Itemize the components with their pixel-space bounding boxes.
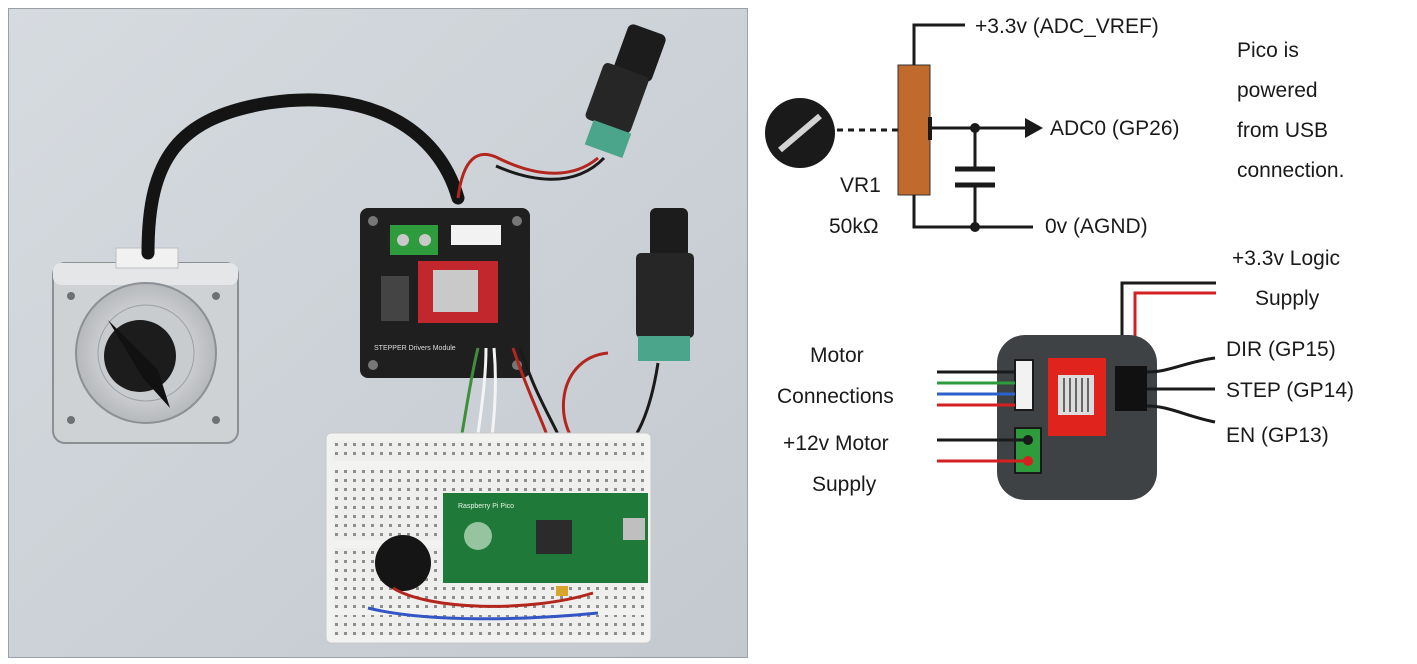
adc-arrow-icon [1025, 118, 1043, 138]
logic-supply-label: Supply [1255, 287, 1320, 310]
motor-supply-label: Supply [812, 473, 877, 496]
en-label: EN (GP13) [1226, 424, 1329, 447]
motor-connections-label: Motor [810, 344, 864, 367]
control-header [1115, 366, 1147, 411]
pot-value: 50kΩ [829, 215, 879, 238]
potentiometer-circuit [765, 23, 1043, 232]
motor-connections-label: Connections [777, 385, 894, 408]
dc-jack-top [584, 24, 666, 159]
power-note-line: Pico is [1237, 39, 1299, 62]
potentiometer-knob [375, 535, 431, 591]
wiring-schematic: +3.3v (ADC_VREF) ADC0 (GP26) 0v (AGND) V… [765, 15, 1354, 500]
power-note-line: from USB [1237, 119, 1328, 142]
driver-diagram [937, 281, 1216, 500]
motor-connector [1014, 359, 1034, 411]
raspberry-pi-pico: Raspberry Pi Pico [443, 493, 648, 583]
motor-supply-label: +12v Motor [783, 432, 889, 455]
power-terminal [1014, 427, 1042, 474]
pico-board-text: Raspberry Pi Pico [458, 503, 514, 510]
vref-label: +3.3v (ADC_VREF) [975, 15, 1159, 38]
step-label: STEP (GP14) [1226, 379, 1354, 402]
stepper-driver-module: STEPPER Drivers Module [360, 208, 530, 378]
stepper-motor [52, 247, 239, 444]
adc-label: ADC0 (GP26) [1050, 117, 1180, 140]
power-note-line: connection. [1237, 159, 1344, 182]
power-note: Pico is powered from USB connection. [1237, 39, 1344, 182]
driver-board-text: STEPPER Drivers Module [374, 345, 456, 352]
hardware-photo: STEPPER Drivers Module Raspberry Pi Pico [8, 8, 748, 658]
pot-name: VR1 [840, 174, 881, 197]
gnd-label: 0v (AGND) [1045, 215, 1148, 238]
pot-body [897, 64, 931, 196]
dir-label: DIR (GP15) [1226, 338, 1336, 361]
power-note-line: powered [1237, 79, 1318, 102]
logic-supply-label: +3.3v Logic [1232, 247, 1340, 270]
dc-jack-middle [636, 208, 694, 361]
